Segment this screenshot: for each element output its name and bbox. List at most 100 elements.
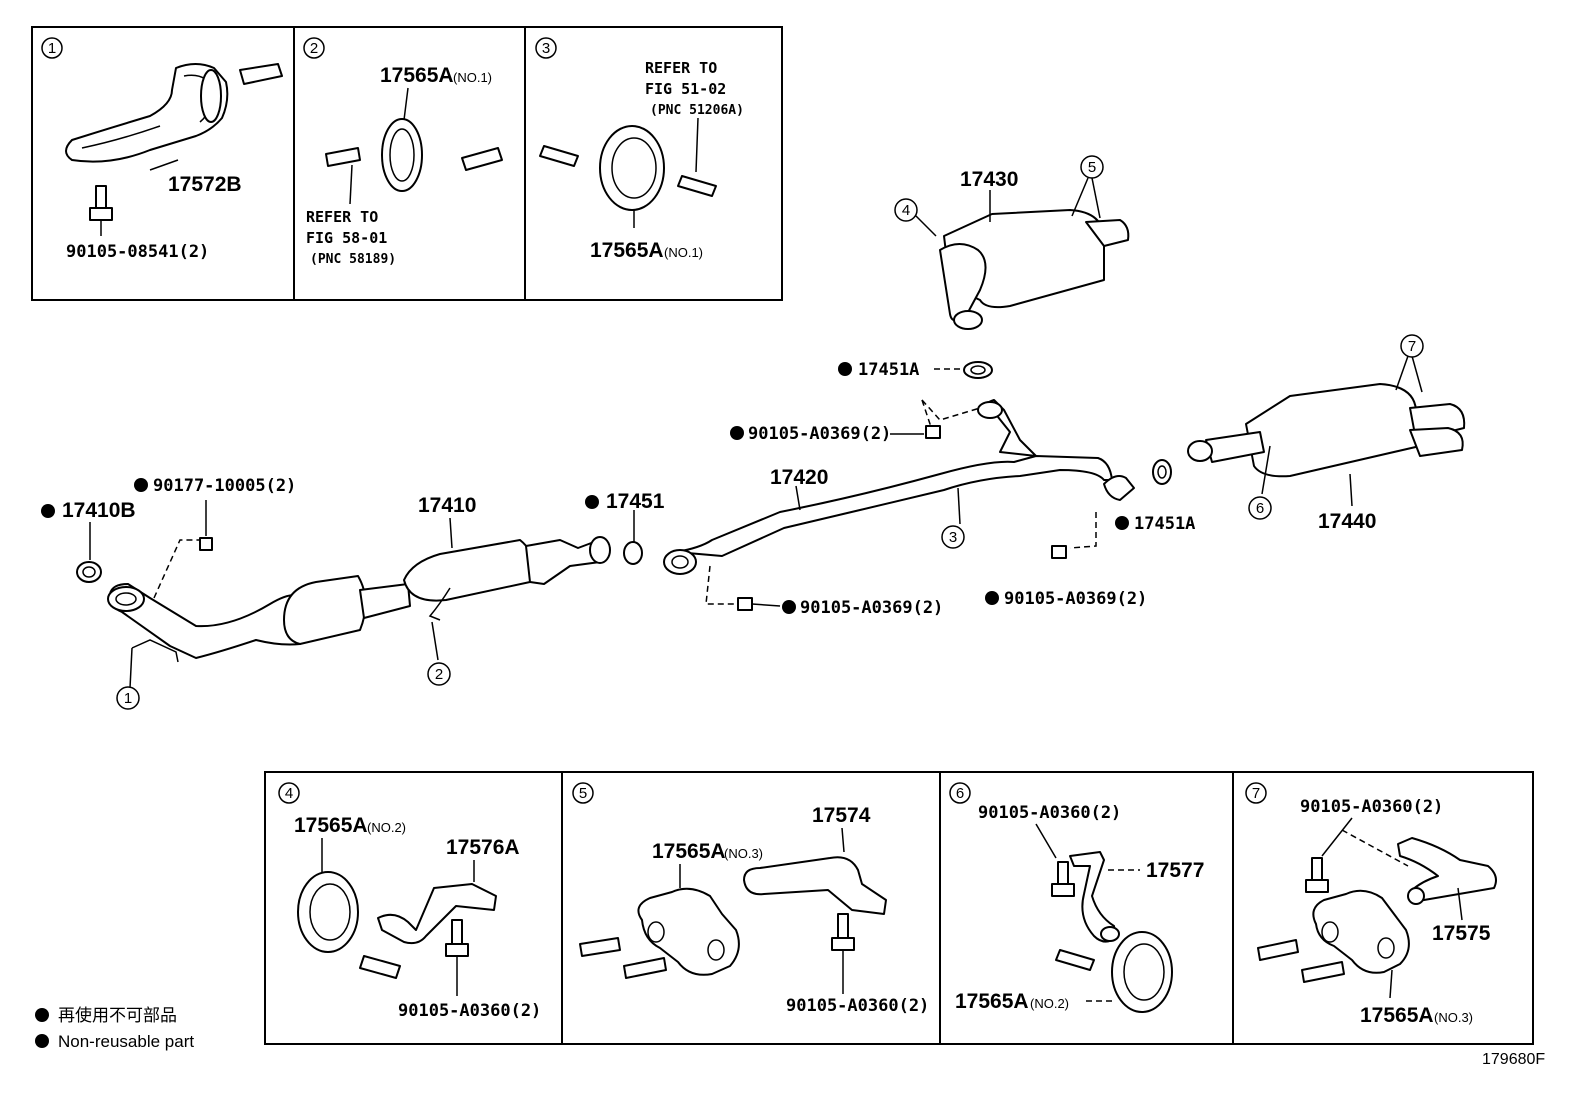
part-label-90177-10005: 90177-10005(2) (153, 476, 296, 496)
part-sub-label: (NO.1) (453, 70, 492, 85)
part-label-17565a: 17565A (380, 64, 454, 87)
part-label-17576a: 17576A (446, 836, 520, 859)
part-label-90105-a0369: 90105-A0369(2) (800, 598, 943, 618)
part-sub-label: (NO.2) (367, 820, 406, 835)
part-label-90105-a0360: 90105-A0360(2) (978, 803, 1121, 823)
bracket-17577 (1069, 851, 1117, 943)
legend: 再使用不可部品 Non-reusable part (35, 1005, 194, 1051)
part-label-17572b: 17572B (168, 173, 242, 196)
inset-3: 3 REFER TO FIG 51-02 (PNC 51206A) 17565A… (524, 26, 783, 301)
part-label-17430: 17430 (960, 168, 1018, 191)
part-label-17565a: 17565A (652, 840, 726, 863)
bracket-17574 (743, 856, 887, 915)
part-label-17451: 17451 (606, 490, 665, 513)
rubber-hanger-no3 (637, 887, 740, 976)
part-sub-label: (NO.1) (664, 245, 703, 260)
rubber-hanger-no1 (599, 125, 665, 211)
main-assembly: 1 2 3 (41, 155, 1466, 710)
callout-number: 2 (435, 666, 443, 683)
muffler-17430 (943, 209, 1105, 309)
part-label-90105-a0360: 90105-A0360(2) (786, 996, 929, 1016)
part-label-17565a: 17565A (1360, 1004, 1434, 1027)
rubber-hanger-no1 (381, 118, 423, 192)
bracket-17572b (65, 63, 229, 163)
refer-to-label: REFER TO (306, 208, 378, 226)
part-label-90105-a0369: 90105-A0369(2) (1004, 589, 1147, 609)
non-reusable-marker (782, 600, 796, 614)
callout-circle (41, 37, 63, 59)
part-label-17565a: 17565A (294, 814, 368, 837)
callout-number: 5 (579, 785, 587, 802)
callout-number: 1 (48, 40, 56, 57)
part-sub-label: (NO.3) (1434, 1010, 1473, 1025)
part-label-17420: 17420 (770, 466, 828, 489)
center-pipe-flange (663, 549, 697, 575)
part-label-90105-a0360: 90105-A0360(2) (1300, 797, 1443, 817)
inset-5: 5 17565A (NO.3) 17574 90105-A0360(2) (561, 771, 941, 1045)
part-label-90105-08541: 90105-08541(2) (66, 242, 209, 262)
part-label-17410b: 17410B (62, 499, 136, 522)
refer-pnc-label: (PNC 51206A) (650, 103, 744, 118)
inset-1: 1 17572B 90105-08541(2) (31, 26, 295, 301)
gasket-17410b (76, 561, 102, 583)
part-label-17565a: 17565A (590, 239, 664, 262)
inset-6: 6 90105-A0360(2) 17577 17565A (NO.2) (939, 771, 1234, 1045)
callout-number: 7 (1408, 338, 1416, 355)
legend-bullet (35, 1008, 49, 1022)
rubber-hanger-no3 (1312, 889, 1410, 974)
gasket-17451 (623, 541, 643, 565)
inset-4: 4 17565A (NO.2) 17576A 90105-A0360(2) (264, 771, 563, 1045)
inset-7: 7 90105-A0360(2) 17575 17565A (NO.3) (1232, 771, 1534, 1045)
inset-2: 2 17565A (NO.1) REFER TO FIG 58-01 (PNC … (293, 26, 526, 301)
legend-en: Non-reusable part (58, 1032, 194, 1051)
callout-number: 4 (902, 202, 910, 219)
legend-bullet (35, 1034, 49, 1048)
legend-jp: 再使用不可部品 (58, 1005, 177, 1025)
part-label-17574: 17574 (812, 804, 871, 827)
non-reusable-marker (585, 495, 599, 509)
callout-number: 5 (1088, 159, 1096, 176)
figure-id: 179680F (1482, 1051, 1545, 1068)
rubber-hanger-no2 (297, 871, 359, 953)
callout-number: 3 (949, 529, 957, 546)
callout-number: 6 (1256, 500, 1264, 517)
callout-number: 6 (956, 785, 964, 802)
refer-fig-label: FIG 51-02 (645, 80, 726, 98)
part-sub-label: (NO.2) (1030, 996, 1069, 1011)
part-label-90105-a0369: 90105-A0369(2) (748, 424, 891, 444)
non-reusable-marker (838, 362, 852, 376)
part-label-17451a: 17451A (858, 360, 919, 380)
catalytic-converter-1 (283, 575, 367, 645)
part-label-17410: 17410 (418, 494, 476, 517)
callout-number: 1 (124, 690, 132, 707)
part-label-17565a: 17565A (955, 990, 1029, 1013)
refer-pnc-label: (PNC 58189) (310, 252, 396, 267)
rubber-hanger-no2 (1111, 931, 1173, 1013)
front-flange (107, 586, 145, 612)
part-label-17577: 17577 (1146, 859, 1204, 882)
refer-fig-label: FIG 58-01 (306, 229, 387, 247)
part-sub-label: (NO.3) (724, 846, 763, 861)
gasket-17451a-top (963, 361, 993, 379)
bracket-17576a (377, 883, 497, 945)
center-pipe (675, 455, 1113, 557)
center-pipe-rear-flange (1103, 475, 1135, 501)
catalytic-converter-2 (403, 539, 535, 602)
callout-number: 2 (310, 40, 318, 57)
part-label-17575: 17575 (1432, 922, 1491, 945)
gasket-17451a-mid (1152, 459, 1172, 485)
non-reusable-marker (41, 504, 55, 518)
part-label-17440: 17440 (1318, 510, 1376, 533)
non-reusable-marker (134, 478, 148, 492)
non-reusable-marker (985, 591, 999, 605)
muffler-17440 (1245, 383, 1421, 478)
part-label-17451a: 17451A (1134, 514, 1195, 534)
callout-number: 7 (1252, 785, 1260, 802)
callout-number: 3 (542, 40, 550, 57)
part-label-90105-a0360: 90105-A0360(2) (398, 1001, 541, 1021)
refer-to-label: REFER TO (645, 59, 717, 77)
non-reusable-marker (730, 426, 744, 440)
callout-number: 4 (285, 785, 293, 802)
